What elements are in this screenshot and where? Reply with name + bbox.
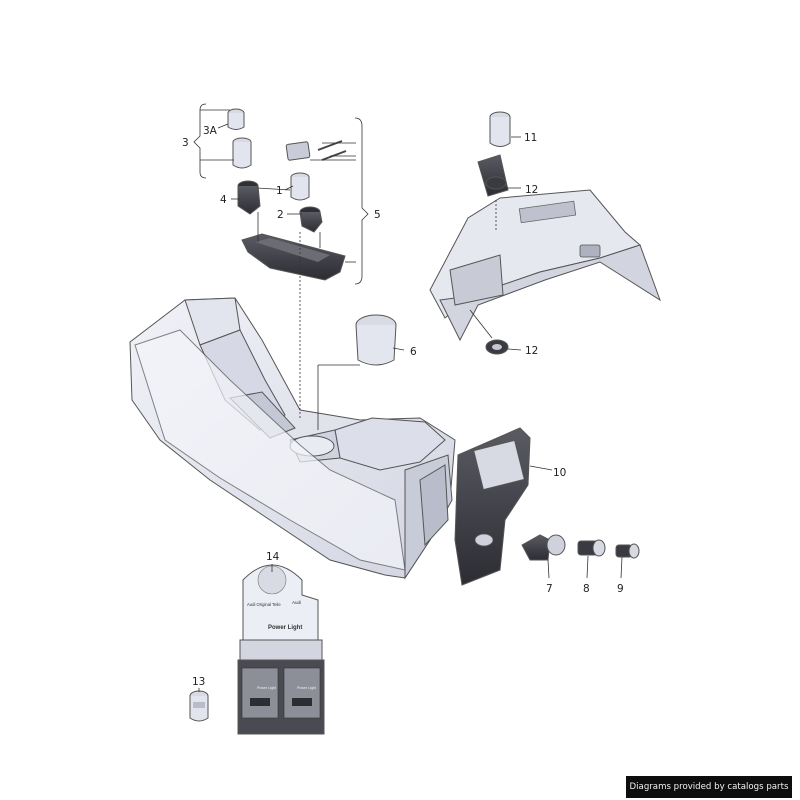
label-12-lower: 12 [525,345,538,357]
display-box-14: Audi Original Teile Audi Power Light Pow… [237,564,325,735]
label-7: 7 [546,583,553,595]
rear-trim-panel [429,189,661,342]
label-14: 14 [266,551,280,563]
holder-2 [299,206,323,233]
holder-12-upper [477,154,509,197]
label-6: 6 [410,346,417,358]
label-5: 5 [374,209,381,221]
label-4: 4 [220,194,227,206]
label-12-upper: 12 [525,184,538,196]
box-product-small-1: Power Light [257,686,276,690]
socket-1 [290,172,310,201]
power-light-13 [189,690,209,722]
ashtray-6 [355,314,397,366]
box-product-small-2: Power Light [297,686,316,690]
socket-3 [232,137,252,169]
box-product: Power Light [268,625,302,631]
label-9: 9 [617,583,624,595]
socket-8 [577,539,606,557]
center-console [129,297,456,580]
rear-cover-10 [454,427,531,586]
plug-9 [615,543,640,559]
leader-lines [198,109,623,692]
bracket-3 [193,103,207,179]
holder-4 [237,180,261,215]
label-3: 3 [182,137,189,149]
label-10: 10 [553,467,566,479]
label-8: 8 [583,583,590,595]
bracket-5 [354,117,369,285]
switch-panel-5 [241,233,346,281]
credit-banner: Diagrams provided by catalogs parts [626,776,792,798]
label-1: 1 [276,185,283,197]
box-brand-small: Audi Original Teile [247,602,281,607]
socket-3a [227,108,245,130]
label-11: 11 [524,132,537,144]
socket-11 [489,111,511,147]
box-brand-logo: Audi [292,600,301,605]
nut-12-lower [485,339,509,355]
small-parts-5 [285,140,347,161]
holder-7 [521,534,566,561]
label-2: 2 [277,209,284,221]
label-3a: 3A [203,125,218,137]
label-13: 13 [192,676,205,688]
